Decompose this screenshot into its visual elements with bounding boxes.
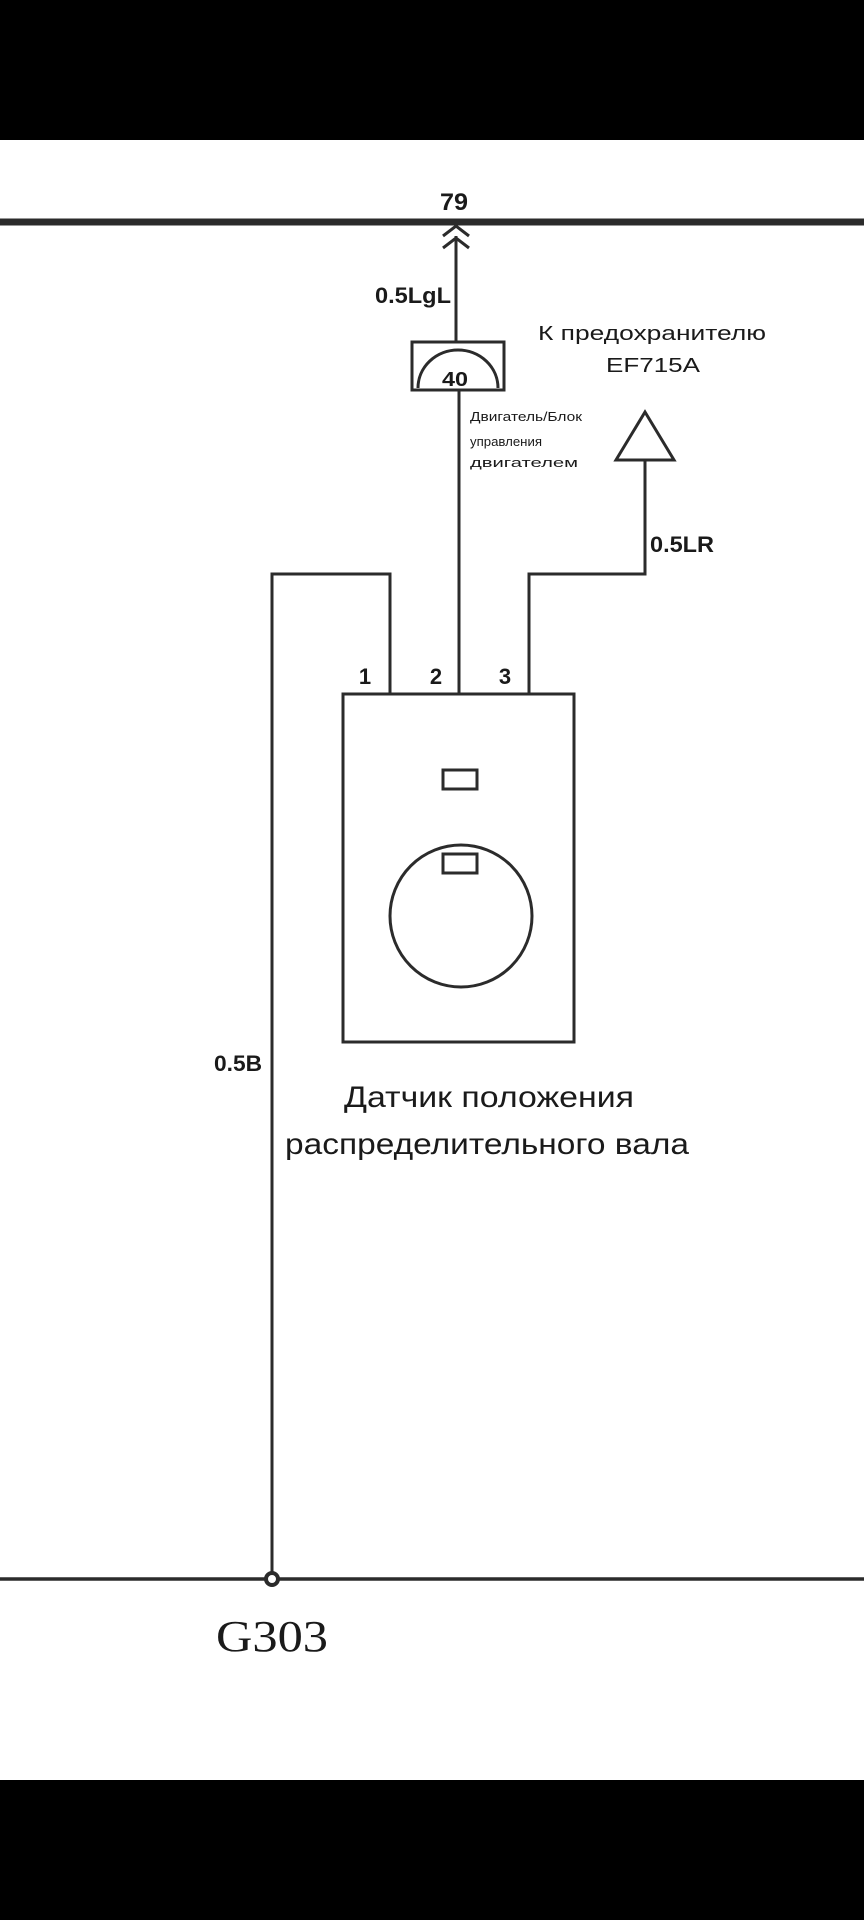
ground-label: G303 xyxy=(216,1612,328,1661)
connector-caption-line-3: двигателем xyxy=(470,455,578,470)
fuse-caption-line-1: К предохранителю xyxy=(538,323,766,345)
bus-number-label: 79 xyxy=(440,189,468,216)
connector-caption-line-2: управления xyxy=(470,434,542,449)
wire-0-5b xyxy=(270,572,392,1576)
sensor-rotor-notch xyxy=(441,852,479,875)
top-black-bar xyxy=(0,0,864,140)
wire-0-5lgl-label: 0.5LgL xyxy=(375,283,451,308)
bottom-black-bar xyxy=(0,1780,864,1920)
fuse-caption-line-2: EF715A xyxy=(606,355,701,377)
pin-2-number: 2 xyxy=(430,664,442,689)
connector-40-arc xyxy=(416,348,500,389)
sensor-name-line-1: Датчик положения xyxy=(344,1081,634,1114)
pin-3-number: 3 xyxy=(499,664,511,689)
connector-40-number: 40 xyxy=(442,369,468,391)
wire-0-5lr-label: 0.5LR xyxy=(650,532,714,557)
pin-1-number: 1 xyxy=(359,664,371,689)
sensor-name-line-2: распределительного вала xyxy=(285,1128,689,1161)
wire-0-5b-label: 0.5B xyxy=(214,1051,262,1076)
ground-junction-dot xyxy=(264,1571,280,1587)
sensor-small-slot xyxy=(441,768,479,791)
connector-caption-line-1: Двигатель/Блок xyxy=(470,409,582,424)
wire-0-5lr xyxy=(527,460,647,694)
sensor-rotor-icon xyxy=(388,843,534,989)
